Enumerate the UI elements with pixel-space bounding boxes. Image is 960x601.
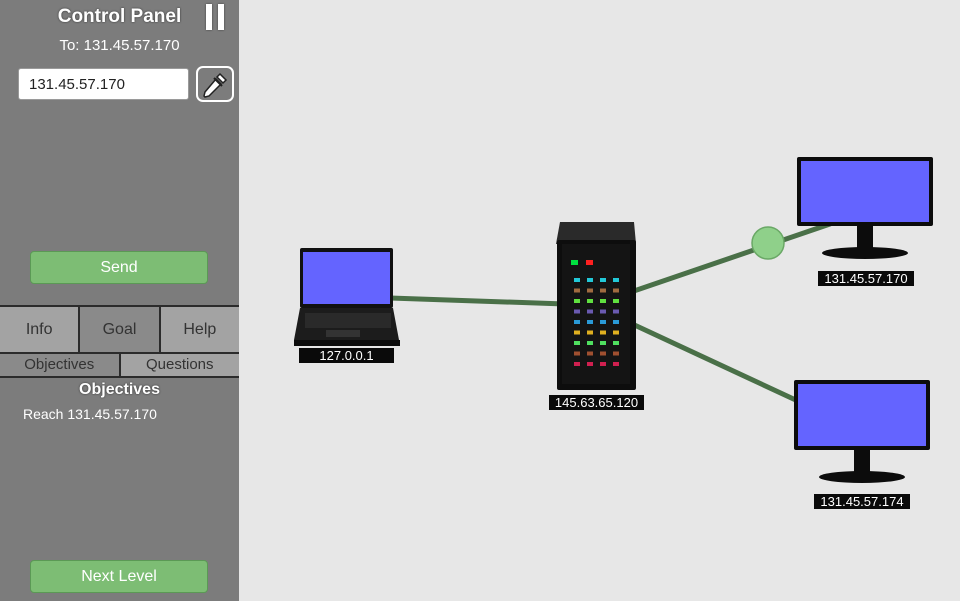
rack-led (600, 330, 606, 335)
rack-led (613, 362, 619, 366)
rack-led (574, 278, 580, 282)
objective-item: Reach 131.45.57.170 (23, 406, 157, 422)
rack-led (600, 299, 606, 303)
rack-led (600, 362, 606, 366)
laptop-icon (294, 248, 400, 346)
rack-led (613, 288, 619, 293)
pause-icon (206, 4, 212, 30)
panel-title: Control Panel (57, 6, 182, 27)
rack-led (587, 288, 593, 293)
rack-led (613, 341, 619, 345)
tab-info[interactable]: Info (0, 307, 79, 352)
rack-led (587, 320, 593, 324)
rack-led (587, 299, 593, 303)
rack-led (600, 309, 606, 314)
monitor-icon (794, 380, 930, 483)
monitor-bottom-ip-label: 131.45.57.174 (814, 494, 910, 509)
rack-led (613, 320, 619, 324)
rack-led (574, 341, 580, 345)
router-ip-label: 145.63.65.120 (549, 395, 644, 410)
rack-led (574, 309, 580, 314)
rack-led (587, 341, 593, 345)
packet-marker (751, 226, 785, 260)
rack-led (587, 278, 593, 282)
rack-led (613, 309, 619, 314)
monitor-top-node[interactable] (797, 157, 933, 259)
address-input[interactable] (18, 68, 189, 100)
server-rack-icon (556, 222, 636, 390)
tab-goal[interactable]: Goal (78, 307, 159, 352)
monitor-icon (797, 157, 933, 259)
rack-led (574, 288, 580, 293)
main-tabs: Info Goal Help (0, 305, 239, 354)
rack-led (574, 351, 580, 356)
laptop-ip-label: 127.0.0.1 (299, 348, 394, 363)
pause-button[interactable] (206, 4, 224, 30)
rack-led (613, 351, 619, 356)
link-router-monitor-bottom (625, 319, 803, 405)
rack-led (600, 351, 606, 356)
rack-led (574, 320, 580, 324)
monitor-top-ip-label: 131.45.57.170 (818, 271, 914, 286)
eyedropper-button[interactable] (196, 66, 234, 102)
rack-led (600, 320, 606, 324)
rack-led (574, 330, 580, 335)
rack-led (587, 362, 593, 366)
rack-led (613, 299, 619, 303)
rack-led (600, 278, 606, 282)
rack-led (587, 309, 593, 314)
send-button[interactable]: Send (30, 251, 208, 284)
tab-questions[interactable]: Questions (118, 354, 239, 376)
next-level-button[interactable]: Next Level (30, 560, 208, 593)
rack-led (600, 341, 606, 345)
laptop-node[interactable] (294, 248, 400, 346)
sub-tabs: Objectives Questions (0, 354, 239, 378)
target-label: To: 131.45.57.170 (59, 37, 180, 54)
rack-led (600, 288, 606, 293)
rack-led (574, 299, 580, 303)
rack-led (613, 278, 619, 282)
control-panel: Control Panel To: 131.45.57.170 Send Inf… (0, 0, 239, 601)
rack-led (574, 362, 580, 366)
link-router-monitor-top (625, 221, 833, 296)
network-view: 127.0.0.1 145.63.65.120 131.45.57.170 13… (239, 0, 960, 601)
rack-led (587, 351, 593, 356)
monitor-bottom-node[interactable] (794, 380, 930, 483)
router-node[interactable] (556, 222, 636, 390)
tab-help[interactable]: Help (158, 307, 239, 352)
tab-objectives[interactable]: Objectives (0, 354, 119, 376)
eyedropper-icon (203, 72, 228, 98)
section-heading: Objectives (79, 381, 160, 398)
rack-led (587, 330, 593, 335)
rack-led (613, 330, 619, 335)
link-laptop-router (387, 295, 568, 307)
